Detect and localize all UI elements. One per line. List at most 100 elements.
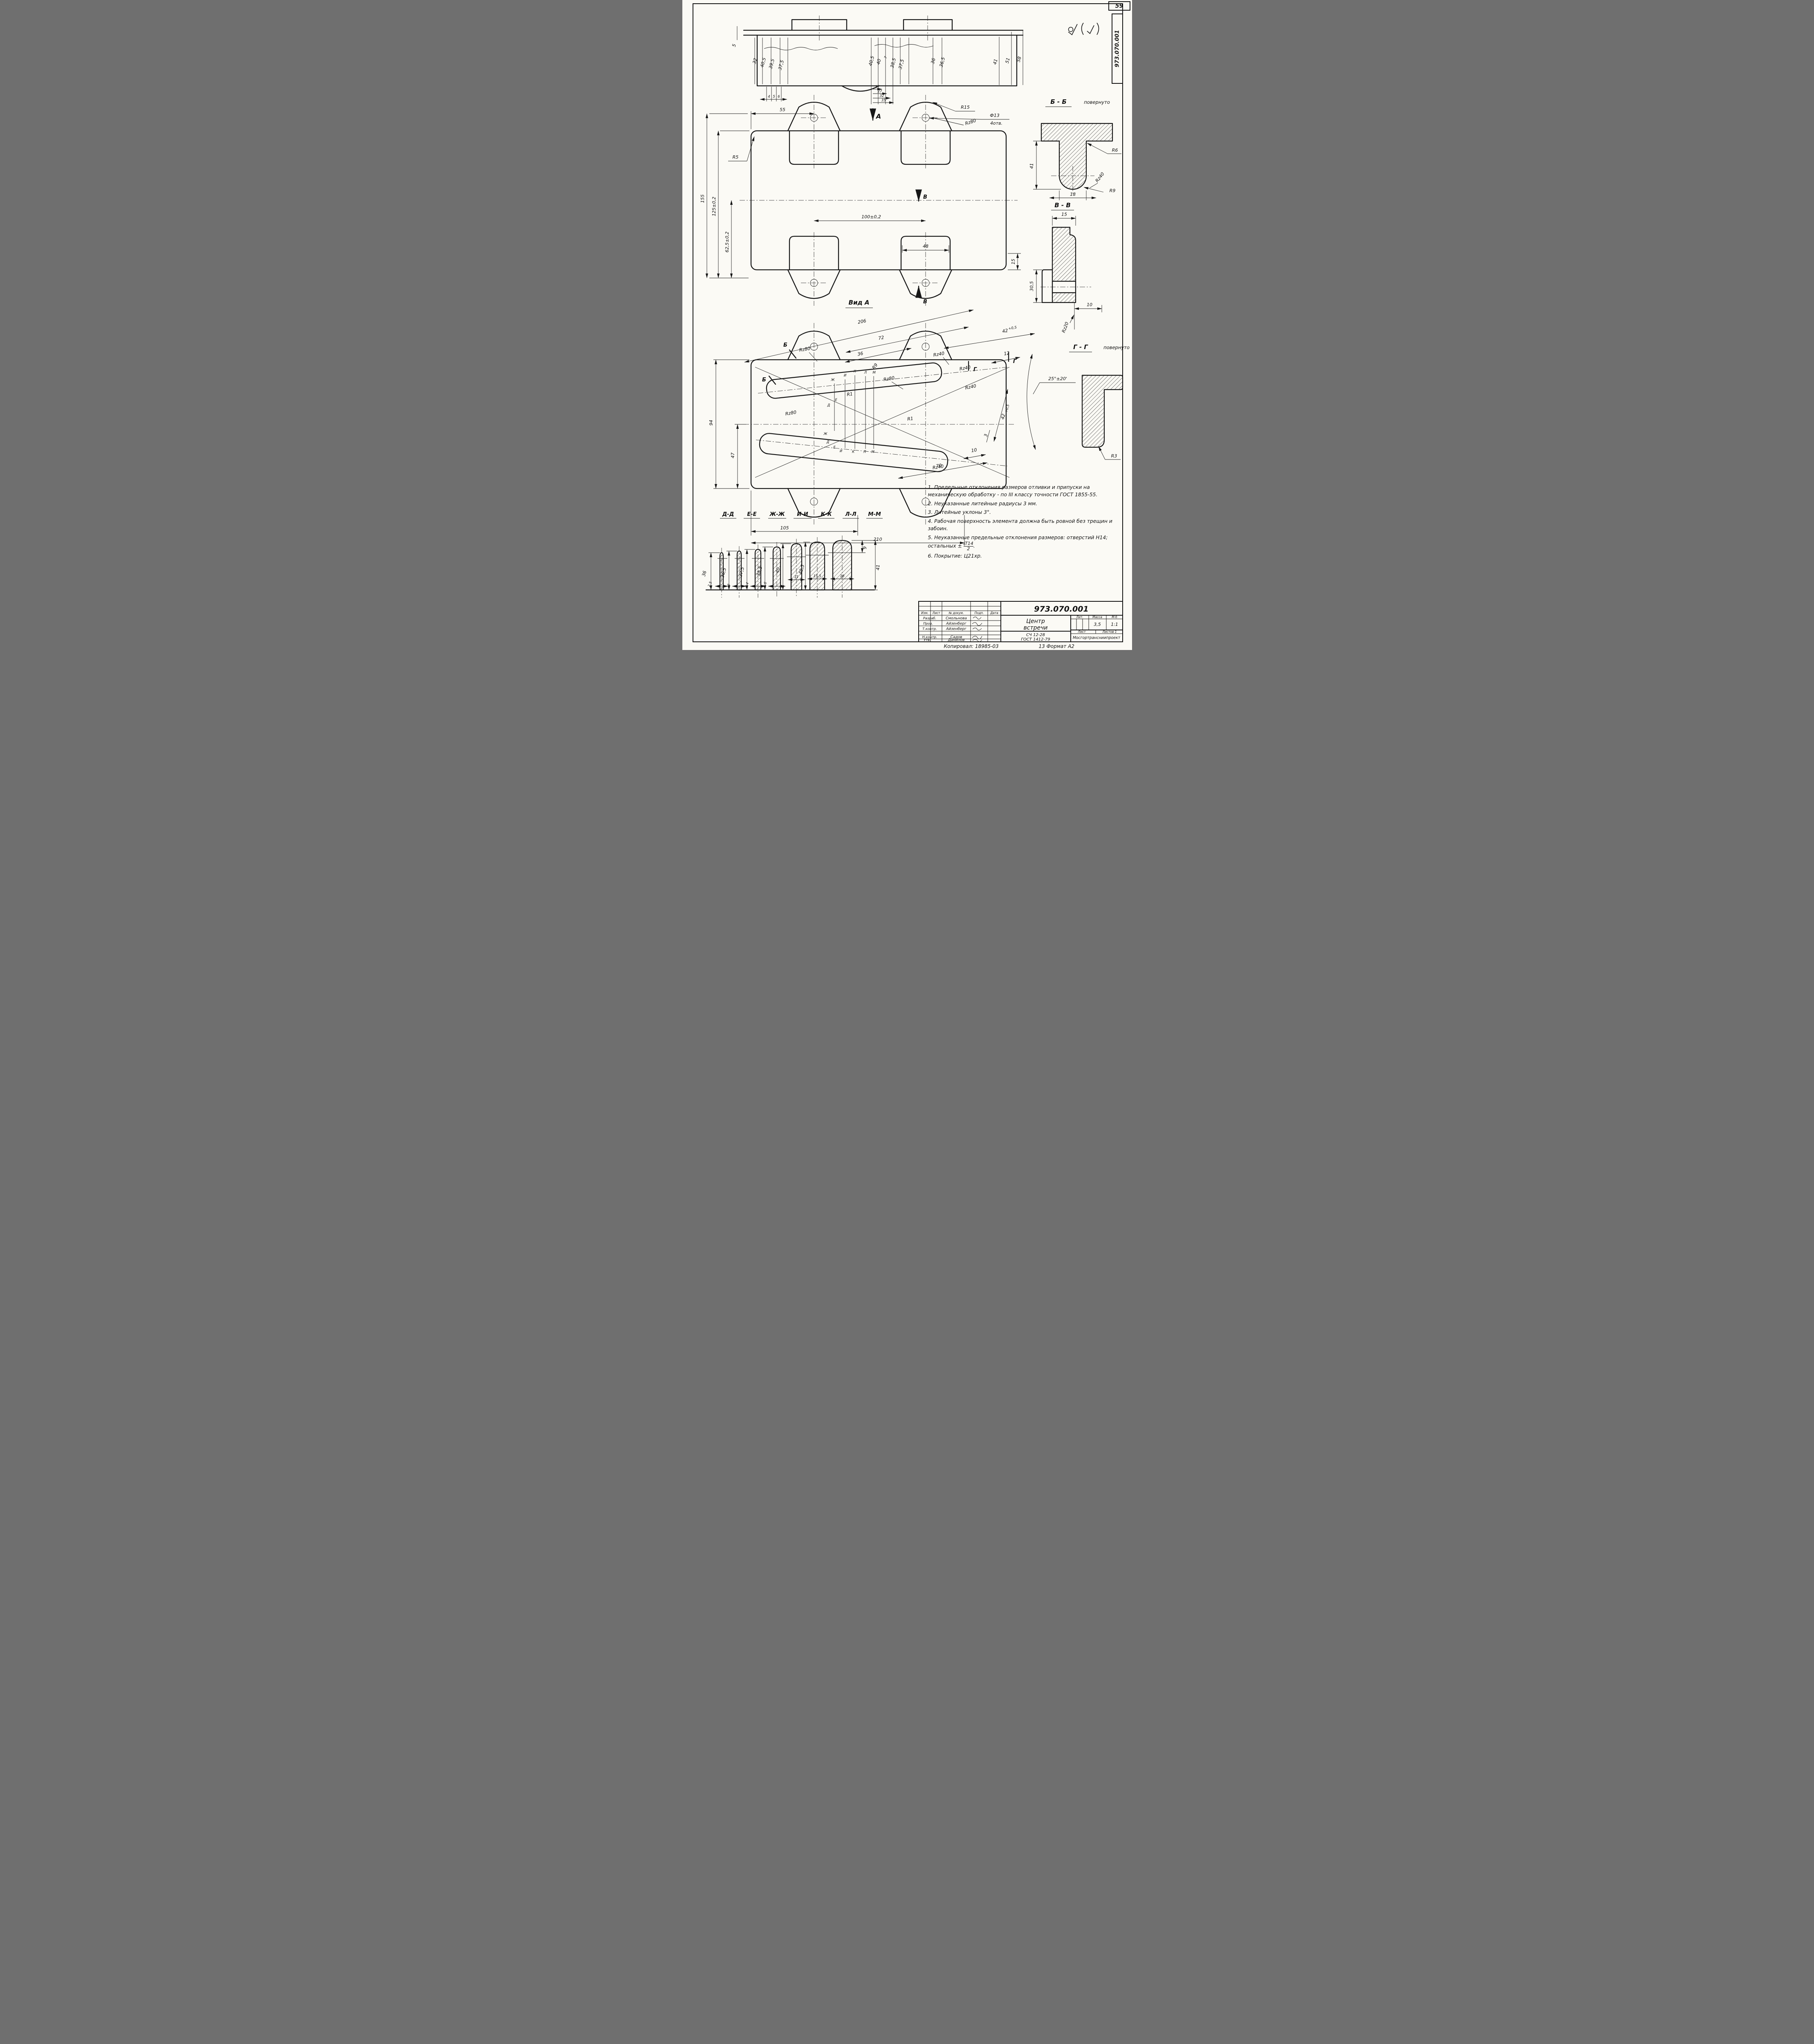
dim-label: 5,6 — [762, 581, 768, 588]
dim-label: 7 — [883, 56, 888, 59]
section-letter: Е — [833, 446, 836, 450]
note-5: 5. Неуказанные предельные отклонения раз… — [928, 534, 1108, 551]
dim-label: 36 — [930, 58, 936, 65]
title-block-grid: Изм. Лист № докум. Подп. Дата Разраб. См… — [919, 602, 1122, 641]
section-letter: Ж — [823, 432, 827, 436]
section-title: Л-Л — [845, 511, 856, 518]
section-title: Д-Д — [722, 511, 734, 518]
radius-label: R6 — [1112, 148, 1118, 153]
role: Пров. — [923, 621, 933, 625]
dim-label: 37,5 — [738, 567, 745, 578]
section-letter: В — [923, 299, 927, 305]
dim-label: 18 — [1070, 192, 1076, 197]
dim-label: 15 — [1061, 212, 1067, 217]
name: Садов — [950, 635, 962, 639]
dim-label: 125±0,2 — [711, 197, 717, 216]
note-5-text: 5. Неуказанные предельные отклонения раз… — [928, 534, 1108, 549]
signature — [972, 636, 982, 639]
dim-label: 155 — [700, 195, 705, 203]
dim-label: 15,5 — [813, 574, 821, 578]
dim-label: 10 — [971, 447, 977, 453]
section-letter: Б — [783, 342, 787, 348]
section-letter: Г — [1013, 359, 1016, 365]
front-body-outline — [756, 34, 1017, 87]
dim-label: 3 — [726, 583, 731, 587]
dim-label: 41 — [875, 565, 881, 570]
part-name: Центр — [1026, 618, 1045, 625]
drawing-sheet: 5 9 973.070.001 — [682, 0, 1132, 650]
signature — [972, 628, 982, 630]
section-title: И-И — [797, 511, 808, 518]
view-a-body-outline — [750, 359, 1007, 489]
dim-label: 6 — [778, 95, 780, 99]
radius-label: R3 — [1111, 453, 1117, 459]
format-note: 13 Формат А2 — [1038, 643, 1074, 649]
dim-label: 32 — [879, 94, 884, 98]
dim-label: 36 — [701, 570, 707, 577]
dim-label: 47 — [730, 453, 735, 458]
dim-label: 27 — [877, 90, 882, 94]
section-gg: Г - Г повернуто 25°±20' R3 — [1026, 343, 1130, 460]
roughness-label: Rz80 — [785, 410, 796, 417]
section-title: Е-Е — [747, 511, 756, 518]
roughness-label: Rz40 — [959, 365, 971, 372]
doc-number: 973.070.001 — [1034, 605, 1088, 614]
col-header: Лист — [932, 611, 940, 615]
section-letter: К — [852, 450, 854, 454]
section-title-suffix: повернуто — [1103, 345, 1130, 350]
section-title-suffix: повернуто — [1084, 99, 1110, 105]
role: Н.контр. — [922, 635, 937, 639]
dim-tolerance: +0,5 — [1004, 404, 1010, 413]
dim-label: 39,5 — [768, 58, 776, 69]
note-2: 2. Неуказанные литейные радиусы 3 мм. — [928, 500, 1038, 507]
dim-label: 10 — [1087, 302, 1092, 307]
radius-label: R5 — [732, 155, 738, 160]
dim-label: 40 — [774, 567, 781, 574]
dim-label: 36,5 — [938, 57, 946, 68]
section-letter: Д — [827, 403, 830, 408]
hole-label: Ф13 — [990, 113, 999, 118]
radius-label: R9 — [1109, 188, 1115, 193]
dim-label: 3 — [983, 433, 989, 437]
dim-label: 58 — [1016, 56, 1022, 63]
front-view: 5 32 40,5 39,5 37,5 40,5 40 7 38,5 37,5 … — [731, 16, 1023, 121]
dim-label: 5 — [773, 95, 775, 99]
section-letter: И — [839, 449, 842, 453]
note-1: 1. Предельные отклонения размеров отливк… — [928, 484, 1098, 498]
dim-label: 11 — [794, 575, 798, 579]
part-name: встречи — [1023, 625, 1047, 631]
section-profile — [1081, 374, 1123, 448]
dim-label: 105 — [780, 525, 789, 531]
roughness-label: Rz40 — [932, 464, 944, 471]
dim-label: 5 — [731, 43, 737, 47]
section-title: Г - Г — [1073, 343, 1088, 351]
dim-label: 4 — [768, 95, 770, 99]
dim-label: 206 — [857, 318, 866, 325]
dim-label: 32 — [751, 58, 758, 65]
dim-label: 30,5 — [1029, 281, 1034, 291]
hole-label: 4отв. — [990, 121, 1002, 126]
view-title: Вид А — [848, 299, 869, 306]
role: Т.контр. — [922, 627, 937, 631]
role: Разраб. — [923, 616, 936, 620]
section-letter: Д — [826, 440, 829, 444]
dim-label: 41 — [992, 58, 998, 65]
section-title: В - В — [1054, 202, 1071, 209]
section-title: Б - Б — [1050, 98, 1067, 105]
dim-label: 42 — [1002, 328, 1008, 334]
radius-label: R15 — [961, 105, 970, 110]
note-4: 4. Рабочая поверхность элемента должна б… — [928, 518, 1112, 532]
dim-label: 38,5 — [756, 566, 763, 577]
dim-label: 9 — [862, 547, 868, 549]
roughness-label: Rz80 — [798, 346, 810, 353]
section-letter: Г — [973, 367, 977, 373]
scale-value: 1:1 — [1111, 622, 1118, 627]
radius-label: R1 — [846, 391, 853, 397]
section-profile — [1052, 226, 1076, 282]
dim-label: 35 — [881, 99, 886, 103]
plan-view: 55 155 125±0,2 62,5±0,2 100±0,2 48 R15 R… — [700, 95, 1021, 306]
dim-label: 42 — [1000, 413, 1006, 420]
signature — [972, 639, 982, 641]
section-bb: Б - Б повернуто 41 18 R6 Rz40 R9 — [1029, 98, 1121, 200]
